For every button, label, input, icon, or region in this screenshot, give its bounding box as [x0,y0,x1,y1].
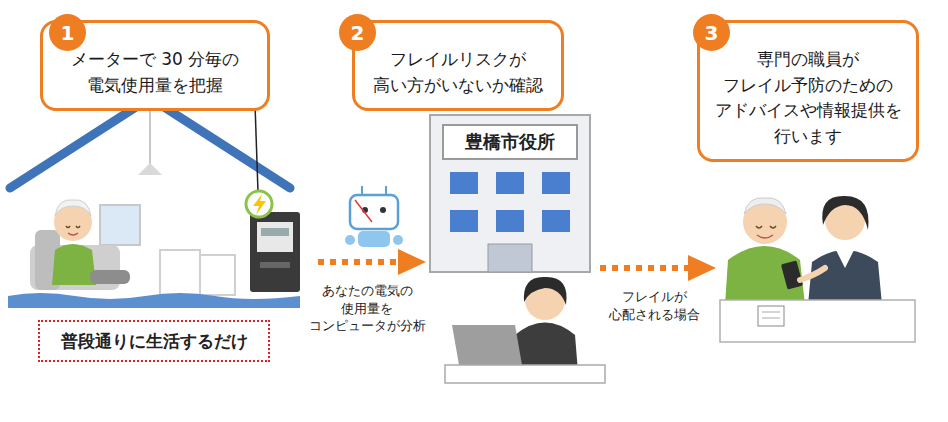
node-text: 豊橋市役所 [465,130,555,154]
node-text: 1 [61,21,75,45]
note-box: 普段通りに生活するだけ [38,320,270,362]
callout-box: 専門の職員が フレイル予防のための アドバイスや情報提供を 行います [697,20,919,162]
node-text: 3 [705,21,719,45]
dotted-arrow [600,255,716,281]
building-sign: 豊橋市役所 [442,124,578,160]
node-text: 普段通りに生活するだけ [61,330,248,353]
consultation-scene [720,196,915,342]
callout-number: 3 [693,14,730,51]
staff-at-laptop [445,277,605,383]
node-text: フレイルリスクが 高い方がいないか確認 [363,47,553,98]
house [8,98,300,308]
callout-box: フレイルリスクが 高い方がいないか確認 [352,20,564,111]
node-text: 専門の職員が フレイル予防のための アドバイスや情報提供を 行います [708,47,908,149]
robot-icon [345,186,403,247]
callout-number: 2 [339,14,376,51]
callout-number: 1 [49,14,86,51]
node-text: 2 [351,21,365,45]
dotted-arrow [318,249,426,275]
city-hall-building [430,115,590,272]
arrow-label: フレイルが 心配される場合 [598,288,710,323]
smart-meter [246,104,300,292]
arrow-label: あなたの電気の 使用量を コンピュータが分析 [300,282,434,335]
node-text: メーターで 30 分毎の 電気使用量を把握 [51,47,259,98]
elderly-man [30,200,130,290]
